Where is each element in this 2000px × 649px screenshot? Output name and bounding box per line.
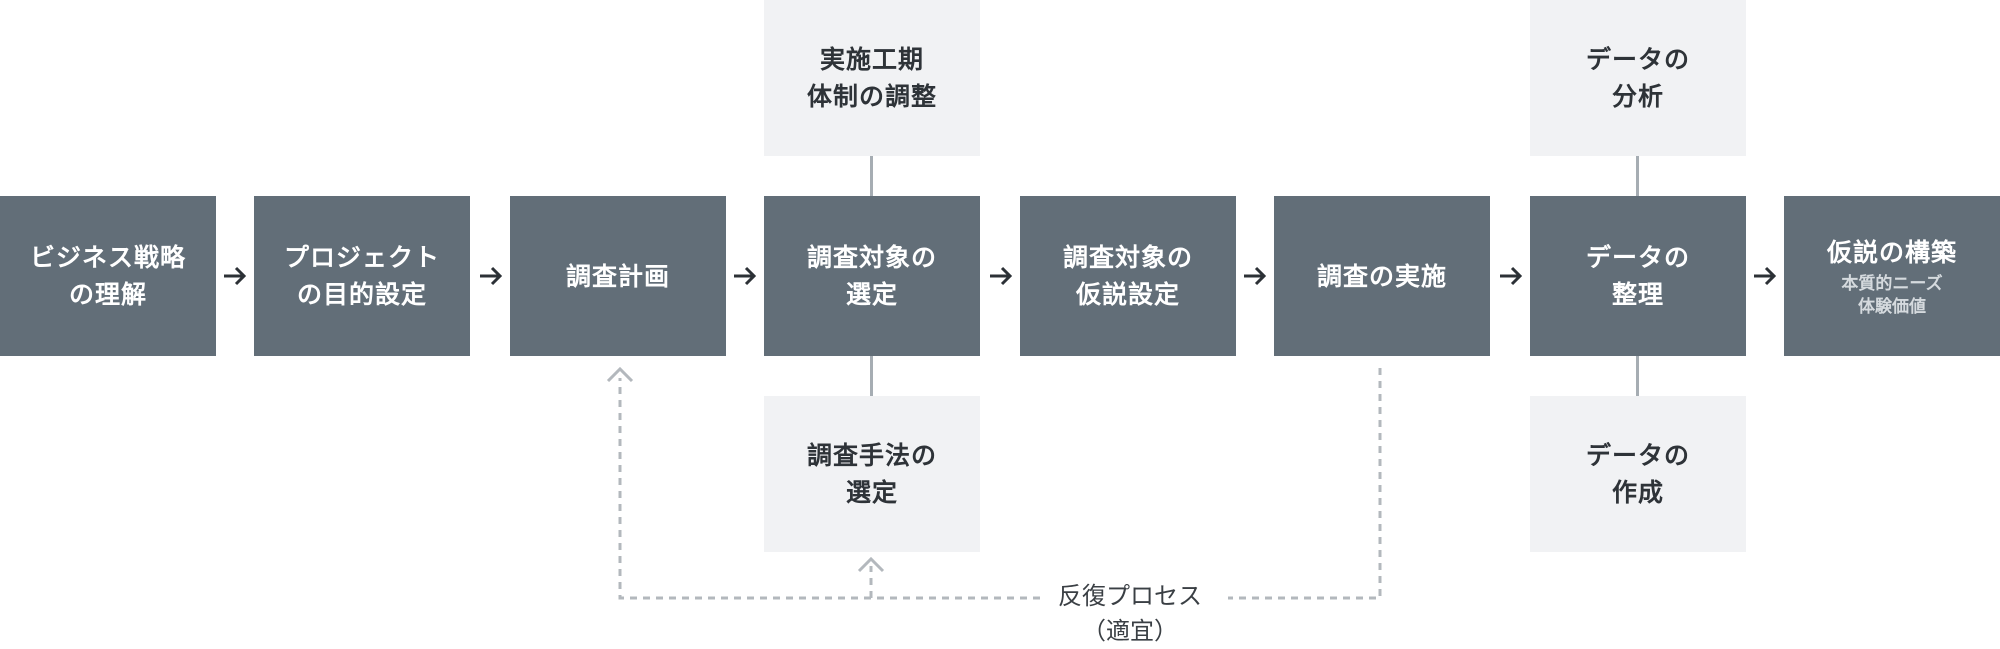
step-7-line-2: 整理 [1611, 280, 1664, 309]
box-data-creation: データの 作成 [1530, 396, 1746, 552]
step-research-execution: 調査の実施 [1274, 196, 1490, 356]
step-4-line-2: 選定 [845, 280, 898, 309]
arrow-right-icon [731, 256, 759, 296]
step-8-note-2: 体験価値 [1858, 296, 1926, 317]
step-8-note: 本質的ニーズ 体験価値 [1841, 273, 1942, 319]
analysis-label-2: 分析 [1611, 82, 1664, 111]
method-label-2: 選定 [845, 478, 898, 507]
step-1-line-2: の理解 [68, 280, 147, 309]
arrow-right-icon [987, 256, 1015, 296]
step-2-line-2: の目的設定 [296, 280, 427, 309]
step-4-line-1: 調査対象の [806, 243, 937, 272]
step-1-line-1: ビジネス戦略 [29, 243, 186, 272]
box-data-analysis: データの 分析 [1530, 0, 1746, 156]
connector-creation [1636, 356, 1639, 396]
analysis-label-1: データの [1585, 45, 1690, 74]
connector-method [870, 356, 873, 396]
step-project-goal: プロジェクト の目的設定 [254, 196, 470, 356]
arrow-right-icon [477, 256, 505, 296]
schedule-label-2: 体制の調整 [806, 82, 937, 111]
loop-arrowhead-up-icon [606, 366, 634, 383]
step-data-organization: データの 整理 [1530, 196, 1746, 356]
step-business-strategy: ビジネス戦略 の理解 [0, 196, 216, 356]
step-8-line-1: 仮説の構築 [1826, 237, 1957, 267]
step-7-line-1: データの [1585, 243, 1690, 272]
iteration-label: 反復プロセス （適宜） [1030, 579, 1230, 649]
connector-analysis [1636, 156, 1639, 196]
step-research-plan: 調査計画 [510, 196, 726, 356]
iteration-label-line-1: 反復プロセス [1058, 582, 1202, 610]
iteration-label-line-2: （適宜） [1082, 617, 1178, 645]
step-target-hypothesis: 調査対象の 仮説設定 [1020, 196, 1236, 356]
schedule-label-1: 実施工期 [819, 45, 924, 74]
arrow-right-icon [221, 256, 249, 296]
step-5-line-2: 仮説設定 [1075, 280, 1180, 309]
step-2-line-1: プロジェクト [283, 243, 440, 272]
loop-line-right [1228, 368, 1382, 600]
creation-label-2: 作成 [1611, 478, 1664, 507]
arrow-right-icon [1497, 256, 1525, 296]
loop-arrowhead-up-icon [857, 556, 885, 573]
step-6-line-1: 調査の実施 [1316, 261, 1447, 291]
step-target-selection: 調査対象の 選定 [764, 196, 980, 356]
step-hypothesis-building: 仮説の構築 本質的ニーズ 体験価値 [1784, 196, 2000, 356]
box-schedule-adjustment: 実施工期 体制の調整 [764, 0, 980, 156]
box-method-selection: 調査手法の 選定 [764, 396, 980, 552]
arrow-right-icon [1241, 256, 1269, 296]
step-5-line-1: 調査対象の [1062, 243, 1193, 272]
step-3-line-1: 調査計画 [565, 261, 670, 291]
creation-label-1: データの [1585, 441, 1690, 470]
step-8-note-1: 本質的ニーズ [1841, 273, 1943, 294]
connector-schedule [870, 156, 873, 196]
arrow-right-icon [1751, 256, 1779, 296]
method-label-1: 調査手法の [806, 441, 937, 470]
loop-line-left [618, 378, 1040, 600]
